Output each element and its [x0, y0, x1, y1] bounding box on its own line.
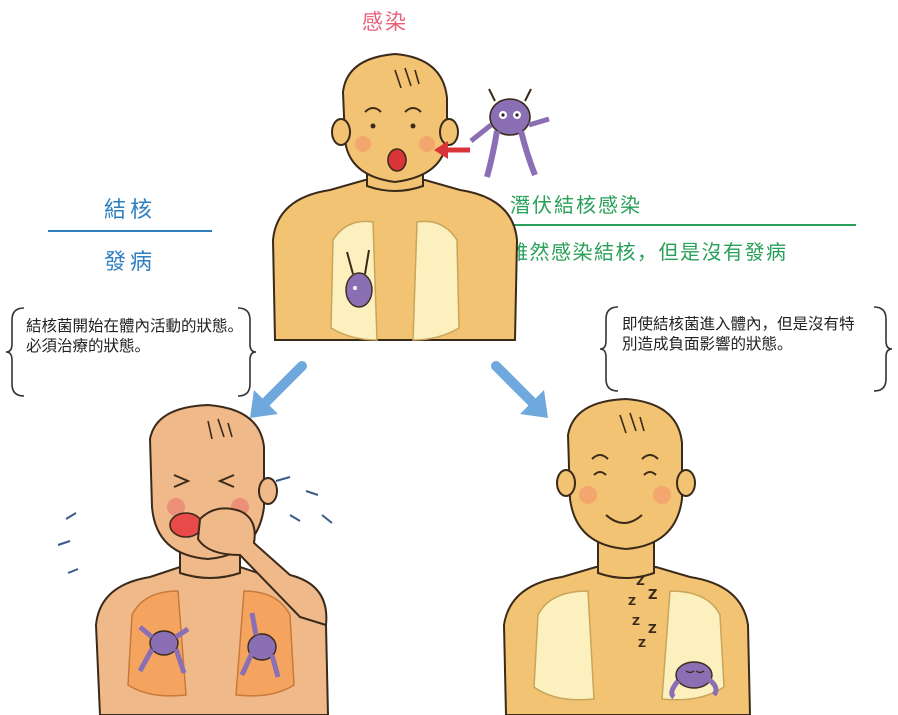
tb-disease-title: 結核: [48, 192, 212, 224]
sleep-z: Z: [636, 574, 645, 588]
latent-person-figure: Z Z Z Z Z Z: [496, 395, 796, 715]
sleep-z: Z: [648, 588, 657, 603]
approaching-bacterium-figure: [465, 85, 555, 185]
torso: [273, 180, 517, 340]
tb-disease-note: 結核菌開始在體內活動的狀態。必須治療的狀態。: [26, 316, 248, 356]
infection-arrow: [432, 138, 472, 162]
tb-disease-divider: [48, 230, 212, 232]
latent-infection-note: 即使結核菌進入體內，但是沒有特別造成負面影響的狀態。: [622, 314, 866, 354]
sleep-z: Z: [648, 622, 657, 636]
right-lung: [413, 221, 459, 340]
sleep-z: Z: [632, 615, 640, 628]
tb-disease-subtitle: 發病: [48, 244, 212, 276]
sleep-z: Z: [638, 637, 646, 650]
tb-disease-person-figure: [40, 395, 360, 715]
sleep-z: Z: [628, 595, 636, 608]
latent-infection-divider: [506, 224, 856, 226]
infection-title: 感染: [340, 6, 430, 36]
head: [568, 399, 682, 549]
left-lung: [534, 591, 594, 700]
